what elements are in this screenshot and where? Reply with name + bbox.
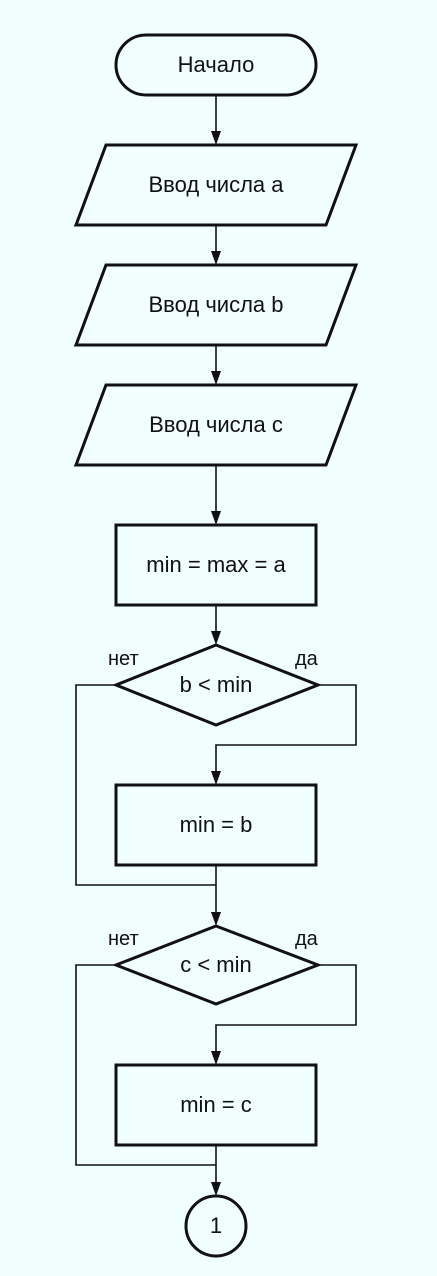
terminator-shape xyxy=(114,33,318,97)
start-terminator: Начало xyxy=(114,33,318,97)
input-label: Ввод числа a xyxy=(149,172,285,197)
process-label: min = c xyxy=(180,1092,252,1117)
input-label: Ввод числа c xyxy=(149,412,283,437)
arrow-head xyxy=(211,251,221,265)
action-min-b: min = b xyxy=(114,783,318,867)
no-branch-label: нет xyxy=(108,928,139,950)
no-branch-label: нет xyxy=(108,648,139,670)
process-shape xyxy=(114,783,318,867)
action-min-c: min = c xyxy=(114,1063,318,1147)
arrow-head xyxy=(211,371,221,385)
yes-branch-line xyxy=(215,684,357,776)
yes-branch-label: да xyxy=(295,648,319,670)
input-block-a: Ввод числа a xyxy=(73,143,359,227)
input-block-c: Ввод числа c xyxy=(73,383,359,467)
connector-shape xyxy=(184,1194,248,1258)
decision-shape xyxy=(111,643,323,727)
input-block-b: Ввод числа b xyxy=(73,263,359,347)
yes-branch-label: да xyxy=(295,928,319,950)
process-shape xyxy=(114,523,318,607)
yes-branch-line xyxy=(215,964,357,1056)
connector-1: 1 xyxy=(184,1194,248,1258)
arrow-head xyxy=(211,1182,221,1196)
decision-label: c < min xyxy=(180,952,252,977)
arrow-head xyxy=(211,771,221,785)
arrow-head xyxy=(211,912,221,926)
arrow-heads xyxy=(211,131,221,1196)
decision-b-less-min: b < min нет да xyxy=(108,643,323,727)
process-label: min = max = a xyxy=(146,552,286,577)
connector-label: 1 xyxy=(210,1213,222,1238)
decision-shape xyxy=(111,924,323,1006)
init-process: min = max = a xyxy=(114,523,318,607)
decision-label: b < min xyxy=(180,672,253,697)
flow-lines xyxy=(75,95,357,1187)
arrow-head xyxy=(211,511,221,525)
input-shape xyxy=(73,143,359,227)
no-branch-line xyxy=(75,684,216,886)
arrow-head xyxy=(211,1051,221,1065)
no-branch-line xyxy=(75,964,216,1166)
process-label: min = b xyxy=(180,812,253,837)
input-shape xyxy=(73,263,359,347)
process-shape xyxy=(114,1063,318,1147)
input-shape xyxy=(73,383,359,467)
arrow-head xyxy=(211,631,221,645)
arrow-head xyxy=(211,131,221,145)
input-label: Ввод числа b xyxy=(149,292,284,317)
start-label: Начало xyxy=(178,52,255,77)
decision-c-less-min: c < min нет да xyxy=(108,924,323,1006)
